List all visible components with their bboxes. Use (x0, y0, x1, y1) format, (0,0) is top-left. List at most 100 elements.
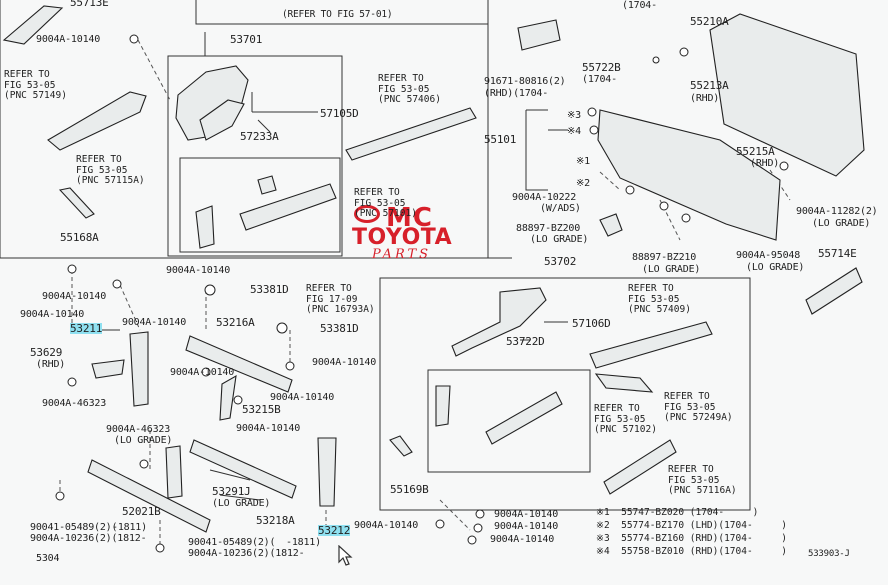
part-label-90041-05489-b[interactable]: 90041-05489(2)( (188, 537, 276, 548)
note-88897-bz210: (LO GRADE) (642, 264, 701, 275)
mark-3: ※3 (567, 110, 581, 121)
part-label-9004a-10140-r3[interactable]: 9004A-10140 (490, 534, 555, 545)
part-label-9004a-10140-r1[interactable]: 9004A-10140 (494, 509, 559, 520)
part-label-53381d-a[interactable]: 53381D (250, 283, 289, 296)
part-label-9004a-10140-l2[interactable]: 9004A-10140 (42, 291, 107, 302)
part-55101 (597, 109, 781, 241)
refer-16793a[interactable]: REFER TO FIG 17-09 (PNC 16793A) (306, 283, 375, 315)
part-55714e (805, 267, 863, 315)
part-label-53702[interactable]: 53702 (544, 255, 577, 268)
part-55169b (389, 435, 413, 457)
refer-57101[interactable]: REFER TO FIG 53-05 (PNC 57101) (354, 187, 417, 219)
part-label-9004a-10222[interactable]: 9004A-10222 (512, 192, 577, 203)
part-53211 (129, 331, 149, 407)
part-label-9004a-10140-l4[interactable]: 9004A-10140 (122, 317, 187, 328)
part-label-9004a-10140-r2[interactable]: 9004A-10140 (494, 521, 559, 532)
part-label-53211[interactable]: 53211 (70, 322, 103, 335)
part-label-9004a-10140-bottom[interactable]: 9004A-10140 (354, 520, 419, 531)
part-55213a (709, 13, 865, 177)
mark-4: ※4 (567, 126, 581, 137)
footnote-2: ※2 55774-BZ170 (LHD)(1704- ) (596, 520, 787, 531)
note-53629: (RHD) (36, 359, 66, 370)
part-label-53218a[interactable]: 53218A (256, 514, 295, 527)
part-label-9004a-10140-l3[interactable]: 9004A-10140 (20, 309, 85, 320)
footnote-4: ※4 55758-BZ010 (RHD)(1704- ) (596, 546, 787, 557)
part-label-9004a-10140-c4[interactable]: 9004A-10140 (236, 423, 301, 434)
part-label-53381d-b[interactable]: 53381D (320, 322, 359, 335)
part-label-9004a-95048[interactable]: 9004A-95048 (736, 250, 801, 261)
refer-57115a[interactable]: REFER TO FIG 53-05 (PNC 57115A) (76, 154, 145, 186)
part-label-9004a-10140[interactable]: 9004A-10140 (36, 34, 101, 45)
note-9004a-95048: (LO GRADE) (746, 262, 805, 273)
logo-line-1: MC (386, 203, 433, 233)
page-ref-5304: 5304 (36, 553, 60, 564)
part-label-53629[interactable]: 53629 (30, 346, 63, 359)
part-label-52021b[interactable]: 52021B (122, 505, 161, 518)
top-right-note: (1704- (622, 0, 657, 11)
part-label-88897-bz210[interactable]: 88897-BZ210 (632, 252, 697, 263)
part-label-53215b[interactable]: 53215B (242, 403, 281, 416)
part-label-53722d[interactable]: 53722D (506, 335, 545, 348)
part-53629 (91, 359, 125, 379)
mc-toyota-parts-logo: MC TOYOTA PARTS (348, 203, 484, 263)
part-57409 (589, 321, 713, 369)
part-57101 (239, 183, 337, 231)
part-57106d (451, 287, 547, 357)
part-91671 (517, 19, 561, 51)
refer-57149[interactable]: REFER TO FIG 53-05 (PNC 57149) (4, 69, 67, 101)
refer-57249a[interactable]: REFER TO FIG 53-05 (PNC 57249A) (664, 391, 733, 423)
part-label-9004a-10140-c2[interactable]: 9004A-10140 (170, 367, 235, 378)
refer-57409[interactable]: REFER TO FIG 53-05 (PNC 57409) (628, 283, 691, 315)
part-label-88897-bz200[interactable]: 88897-BZ200 (516, 223, 581, 234)
part-label-55101[interactable]: 55101 (484, 133, 517, 146)
diagram-code: 533903-J (808, 549, 850, 559)
part-label-53216a[interactable]: 53216A (216, 316, 255, 329)
note-55213a: (RHD) (690, 93, 720, 104)
part-53218a (189, 439, 297, 499)
part-57406 (345, 107, 477, 161)
group-box-inner-1 (179, 157, 341, 253)
part-label-9004a-10140-l1[interactable]: 9004A-10140 (166, 265, 231, 276)
part-label-53701[interactable]: 53701 (230, 33, 263, 46)
part-label-55210a[interactable]: 55210A (690, 15, 729, 28)
part-label-55213a[interactable]: 55213A (690, 79, 729, 92)
part-label-9004a-46323-b[interactable]: 9004A-46323 (106, 424, 171, 435)
part-label-55714e[interactable]: 55714E (818, 247, 857, 260)
part-label-57106d[interactable]: 57106D (572, 317, 611, 330)
logo-line-3: PARTS (372, 247, 432, 262)
refer-57116a[interactable]: REFER TO FIG 53-05 (PNC 57116A) (668, 464, 737, 496)
part-label-55722b[interactable]: 55722B (582, 61, 621, 74)
part-label-53291j[interactable]: 53291J (212, 485, 251, 498)
logo-ring-shape (354, 205, 380, 223)
part-53215b (219, 374, 237, 421)
part-57149 (47, 91, 147, 151)
part-label-53212[interactable]: 53212 (318, 524, 351, 537)
refer-to-fig-57-01[interactable]: (REFER TO FIG 57-01) (282, 9, 393, 20)
group-box-inner-2 (427, 369, 591, 473)
part-label-9004a-10140-c1[interactable]: 9004A-10140 (312, 357, 377, 368)
part-label-9004a-10236-a[interactable]: 9004A-10236(2)(1812- (30, 533, 147, 544)
refer-57406[interactable]: REFER TO FIG 53-05 (PNC 57406) (378, 73, 441, 105)
part-label-55168a[interactable]: 55168A (60, 231, 99, 244)
part-label-57105d[interactable]: 57105D (320, 107, 359, 120)
part-52021b (87, 459, 211, 533)
part-label-9004a-10140-c3[interactable]: 9004A-10140 (270, 392, 335, 403)
part-label-55713e[interactable]: 55713E (70, 0, 109, 9)
part-53216a (185, 335, 293, 393)
part-label-9004a-10236-b[interactable]: 9004A-10236(2)(1812- (188, 548, 305, 559)
mark-2: ※2 (576, 178, 590, 189)
refer-57102[interactable]: REFER TO FIG 53-05 (PNC 57102) (594, 403, 657, 435)
part-label-57233a[interactable]: 57233A (240, 130, 279, 143)
part-label-55215a[interactable]: 55215A (736, 145, 775, 158)
note-90041-05489-a: -1811) (112, 522, 147, 533)
note-9004a-46323-b: (LO GRADE) (114, 435, 173, 446)
part-label-9004a-46323-a[interactable]: 9004A-46323 (42, 398, 107, 409)
part-label-9004a-11282[interactable]: 9004A-11282(2) (796, 206, 878, 217)
part-label-55169b[interactable]: 55169B (390, 483, 429, 496)
footnote-3: ※3 55774-BZ160 (RHD)(1704- ) (596, 533, 787, 544)
part-label-90041-05489-a[interactable]: 90041-05489(2)( (30, 522, 118, 533)
mark-1: ※1 (576, 156, 590, 167)
part-label-91671[interactable]: 91671-80816(2) (484, 76, 566, 87)
